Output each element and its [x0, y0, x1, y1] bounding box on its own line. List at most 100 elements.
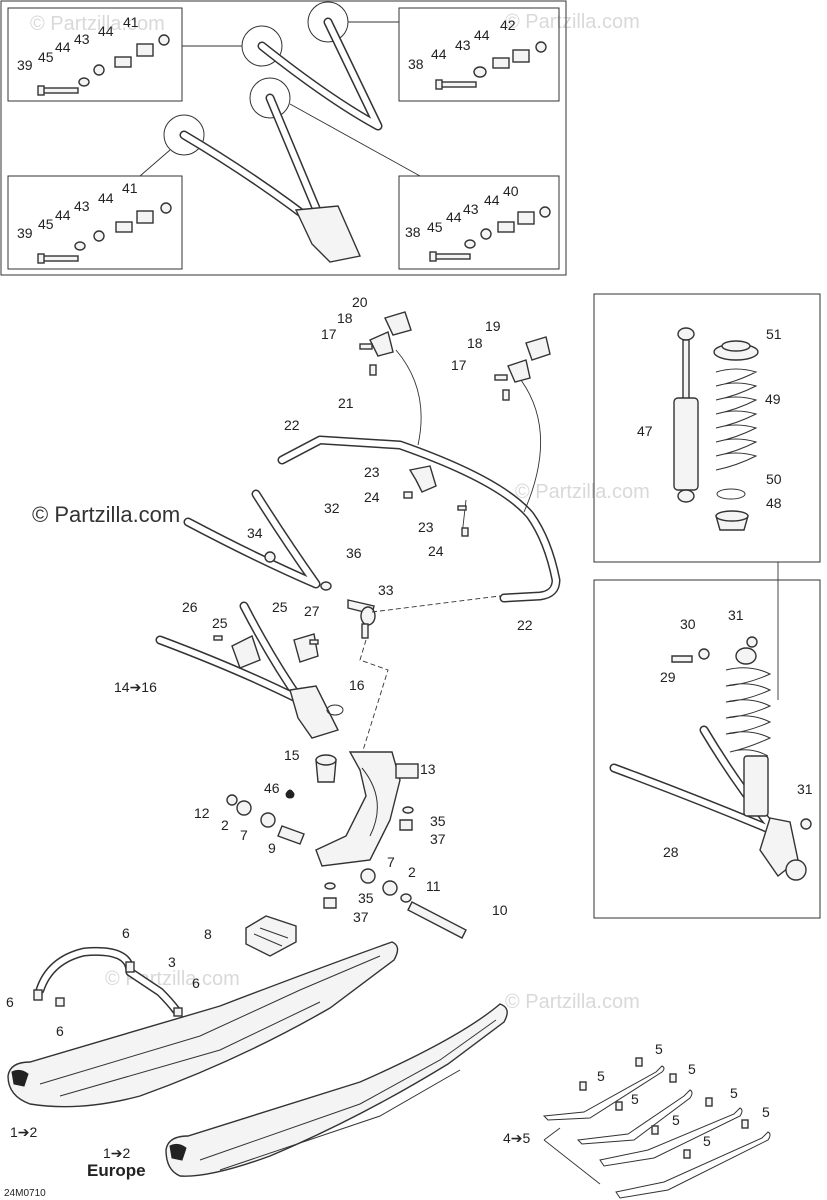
arm-shock-panel-frame — [593, 579, 821, 919]
washer-35a — [402, 806, 414, 814]
callout-1-2: 1➔2 — [10, 1124, 38, 1140]
callout-43: 43 — [463, 201, 479, 217]
callout-23: 23 — [418, 519, 434, 535]
lower-a-arm-14 — [155, 601, 305, 705]
callout-31: 31 — [797, 781, 813, 797]
callout-25: 25 — [272, 599, 288, 615]
callout-33: 33 — [378, 582, 394, 598]
ski-assembly — [7, 915, 508, 1177]
callout-23: 23 — [364, 464, 380, 480]
callout-25: 25 — [212, 615, 228, 631]
callout-5: 5 — [655, 1041, 663, 1057]
ski-callouts: 8 6 3 6 6 6 1➔2 1➔2 Europe 24M0710 — [4, 925, 212, 1199]
bolt-39b — [37, 202, 172, 264]
callout-28: 28 — [663, 844, 679, 860]
washer-35b — [324, 882, 336, 890]
a-arm-panel-callouts: 41 44 43 44 45 39 42 44 43 44 38 41 44 4… — [17, 14, 519, 241]
callout-44: 44 — [446, 209, 462, 225]
screw-26 — [213, 635, 223, 641]
bolt-38b — [429, 206, 551, 262]
lower-a-arm-bracket — [294, 205, 361, 263]
runner-5a — [542, 1065, 665, 1121]
pivot-circle-lower-left — [163, 114, 205, 156]
sleeve-9 — [277, 825, 305, 845]
washer-2a — [236, 800, 252, 816]
nut-31b — [800, 818, 812, 830]
bushing-19 — [525, 336, 551, 361]
washer-36 — [320, 581, 332, 591]
callout-16: 16 — [349, 677, 365, 693]
lower-arm-bracket — [289, 685, 339, 739]
callout-22: 22 — [284, 417, 300, 433]
callout-37: 37 — [353, 909, 369, 925]
callout-12: 12 — [194, 805, 210, 821]
callout-15: 15 — [284, 747, 300, 763]
callout-6: 6 — [56, 1023, 64, 1039]
callout-43: 43 — [74, 198, 90, 214]
callout-44: 44 — [55, 39, 71, 55]
callout-6: 6 — [6, 994, 14, 1010]
shock-panel — [593, 293, 821, 563]
watermark-top-right: © Partzilla.com — [505, 11, 640, 33]
region-label: Europe — [87, 1161, 146, 1180]
callout-20: 20 — [352, 294, 368, 310]
callout-46: 46 — [264, 780, 280, 796]
screw-6d — [55, 997, 65, 1007]
nut-31a — [746, 636, 758, 648]
bolt-39a — [37, 34, 170, 96]
sway-bar-assembly — [277, 311, 561, 603]
callout-14-16: 14➔16 — [114, 679, 157, 695]
callout-32: 32 — [324, 500, 340, 516]
grease-drop-icon — [285, 789, 295, 799]
callout-39: 39 — [17, 225, 33, 241]
callout-45: 45 — [427, 219, 443, 235]
callout-45: 45 — [38, 49, 54, 65]
callout-5: 5 — [703, 1133, 711, 1149]
bushing-box-bottom-right — [398, 175, 560, 270]
callout-39: 39 — [17, 57, 33, 73]
callout-42: 42 — [500, 17, 516, 33]
ring-50 — [716, 488, 746, 500]
callout-44: 44 — [484, 192, 500, 208]
callout-48: 48 — [766, 495, 782, 511]
callout-6: 6 — [122, 925, 130, 941]
callout-49: 49 — [765, 391, 781, 407]
callout-47: 47 — [637, 423, 653, 439]
runner-5d — [615, 1131, 771, 1199]
screw-17a — [359, 343, 373, 350]
callout-17: 17 — [321, 326, 337, 342]
callout-44: 44 — [474, 27, 490, 43]
bolt-10 — [407, 901, 467, 939]
bushing-7b — [360, 868, 376, 884]
bracket-25a — [231, 635, 261, 669]
runners — [542, 1057, 771, 1199]
ski-2 — [165, 1003, 508, 1177]
bushing-12 — [226, 794, 238, 806]
callout-3: 3 — [168, 954, 176, 970]
callout-1-2: 1➔2 — [103, 1145, 131, 1161]
bushing-7a — [260, 812, 276, 828]
callout-6: 6 — [192, 975, 200, 991]
watermark-bottom-left: © Partzilla.com — [105, 968, 240, 990]
callout-35: 35 — [358, 890, 374, 906]
callout-30: 30 — [680, 616, 696, 632]
callout-29: 29 — [660, 669, 676, 685]
shock-panel-frame — [593, 293, 821, 563]
ski-1 — [7, 941, 399, 1108]
callout-5: 5 — [631, 1091, 639, 1107]
arm-shock-panel — [593, 562, 821, 919]
callout-10: 10 — [492, 902, 508, 918]
nut-37a — [399, 819, 413, 831]
screw-24a — [403, 491, 413, 499]
bracket-25b — [293, 633, 319, 663]
callout-2: 2 — [221, 817, 229, 833]
callout-44: 44 — [98, 190, 114, 206]
bracket-18a — [369, 331, 394, 357]
nut-37b — [323, 897, 337, 909]
callout-9: 9 — [268, 840, 276, 856]
bushing-box-top-right — [398, 7, 560, 102]
callout-4-5: 4➔5 — [503, 1130, 531, 1146]
callout-38: 38 — [405, 224, 421, 240]
callout-44: 44 — [431, 46, 447, 62]
